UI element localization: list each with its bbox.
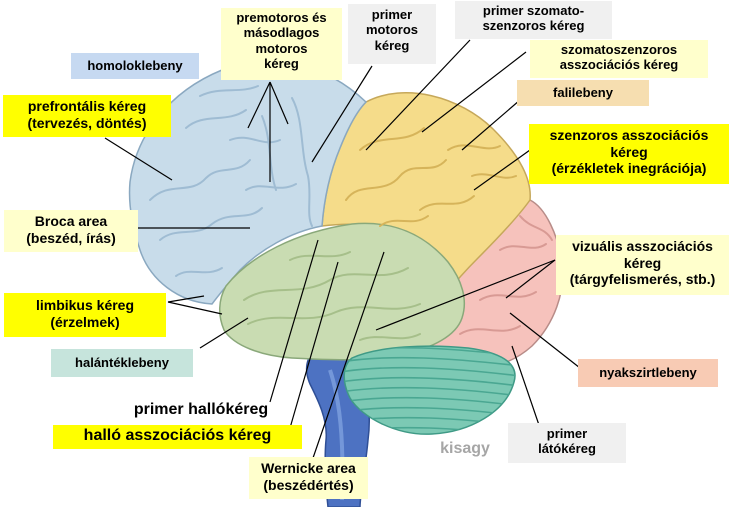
label-homoloklebeny-line-1: homoloklebeny bbox=[87, 58, 183, 73]
label-prefrontal-cortex: prefrontális kéreg (tervezés, döntés) bbox=[3, 95, 171, 137]
label-primary-visual-line-1: primer bbox=[546, 426, 588, 441]
label-limbic-line-2: (érzelmek) bbox=[50, 313, 120, 330]
label-primary-motor-line-1: primer bbox=[371, 7, 413, 22]
label-premotor-cortex: premotoros és másodlagos motoros kéreg bbox=[221, 8, 342, 80]
label-halantaklebeny: halántéklebeny bbox=[51, 349, 193, 377]
label-primary-visual-line-2: látókéreg bbox=[538, 441, 596, 457]
label-premotor-line-4: kéreg bbox=[264, 55, 299, 71]
label-prefrontal-line-1: prefrontális kéreg bbox=[27, 98, 147, 114]
label-primary-somatosensory-cortex: primer szomato- szenzoros kéreg bbox=[455, 1, 612, 39]
label-primary-visual-cortex: primer látókéreg bbox=[508, 423, 626, 463]
label-limbic-cortex: limbikus kéreg (érzelmek) bbox=[4, 293, 166, 337]
label-primary-motor-cortex: primer motoros kéreg bbox=[348, 4, 436, 64]
label-primary-auditory-cortex: primer hallókéreg bbox=[116, 400, 286, 424]
label-primary-motor-line-3: kéreg bbox=[374, 37, 410, 53]
label-premotor-line-1: premotoros és bbox=[236, 10, 327, 25]
label-primary-somatosensory-line-1: primer szomato- bbox=[482, 3, 585, 18]
label-sensory-assoc-line-3: (érzékletek inegrációja) bbox=[551, 160, 707, 177]
label-visual-assoc-line-1: vizuális asszociációs bbox=[572, 238, 713, 254]
label-nyakszirtlebeny: nyakszirtlebeny bbox=[578, 359, 718, 387]
label-limbic-line-1: limbikus kéreg bbox=[35, 297, 135, 313]
label-broca-area: Broca area (beszéd, írás) bbox=[4, 210, 138, 252]
label-prefrontal-line-2: (tervezés, döntés) bbox=[27, 114, 147, 131]
temporal-lobe-shape bbox=[219, 222, 466, 361]
label-auditory-association-cortex: halló asszociációs kéreg bbox=[53, 425, 302, 449]
label-auditory-assoc-line-1: halló asszociációs kéreg bbox=[83, 427, 272, 444]
label-kisagy: kisagy bbox=[432, 439, 498, 463]
label-falilebeny: falilebeny bbox=[517, 80, 649, 106]
label-primary-somatosensory-line-2: szenzoros kéreg bbox=[482, 18, 585, 34]
label-wernicke-line-2: (beszédértés) bbox=[263, 476, 354, 493]
label-primary-motor-line-2: motoros bbox=[366, 22, 418, 38]
label-somatosensory-assoc-line-2: asszociációs kéreg bbox=[559, 57, 679, 73]
label-falilebeny-line-1: falilebeny bbox=[553, 85, 613, 100]
leader-lines bbox=[104, 39, 581, 459]
label-wernicke-line-1: Wernicke area bbox=[261, 460, 356, 476]
label-primary-auditory-line-1: primer hallókéreg bbox=[133, 401, 269, 418]
label-sensory-assoc-line-2: kéreg bbox=[610, 143, 648, 160]
label-somatosensory-assoc-line-1: szomatoszenzoros bbox=[560, 42, 678, 57]
label-broca-line-2: (beszéd, írás) bbox=[26, 229, 116, 246]
label-sensory-association-cortex: szenzoros asszociációs kéreg (érzékletek… bbox=[529, 124, 729, 184]
label-somatosensory-association-cortex: szomatoszenzoros asszociációs kéreg bbox=[530, 40, 708, 78]
label-sensory-assoc-line-1: szenzoros asszociációs bbox=[549, 127, 709, 143]
label-homoloklebeny: homoloklebeny bbox=[71, 53, 199, 79]
label-premotor-line-2: másodlagos bbox=[243, 25, 320, 41]
label-visual-association-cortex: vizuális asszociációs kéreg (tárgyfelism… bbox=[556, 235, 729, 295]
label-nyakszirtlebeny-line-1: nyakszirtlebeny bbox=[599, 365, 697, 380]
label-kisagy-line-1: kisagy bbox=[440, 440, 490, 457]
label-broca-line-1: Broca area bbox=[34, 213, 108, 229]
label-visual-assoc-line-2: kéreg bbox=[623, 254, 662, 271]
label-visual-assoc-line-3: (tárgyfelismerés, stb.) bbox=[569, 271, 716, 288]
label-halantaklebeny-line-1: halántéklebeny bbox=[75, 355, 169, 370]
label-premotor-line-3: motoros bbox=[255, 40, 308, 56]
label-wernicke-area: Wernicke area (beszédértés) bbox=[249, 457, 368, 499]
cortex-gyri bbox=[149, 85, 553, 341]
